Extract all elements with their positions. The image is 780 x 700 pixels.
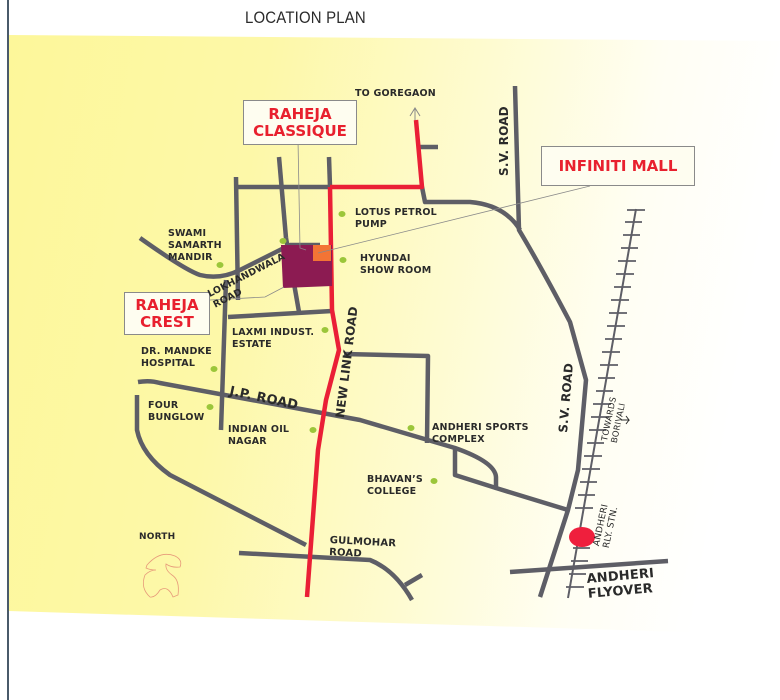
dot-four-bunglow [206, 404, 214, 410]
leader-crest [209, 286, 285, 301]
road-gulmohar-spur [403, 573, 424, 587]
dot-hyundai [339, 257, 347, 263]
borivali-arrow-icon [621, 415, 630, 425]
road-vertical-center [326, 156, 333, 188]
lokhandwala-road [138, 236, 320, 279]
andheri-station-marker [569, 527, 595, 547]
road-bhavans-loop [452, 448, 497, 491]
map-background [9, 35, 780, 635]
dot-swami [216, 262, 224, 268]
north-label: NORTH [139, 532, 176, 542]
to-goregaon-label: TO GOREGAON [355, 88, 436, 99]
dot-sports [407, 425, 415, 431]
road-sports-east [343, 351, 431, 444]
railway-line [566, 208, 645, 599]
sv-road-top-label: S.V. ROAD [497, 106, 511, 176]
goregaon-arrow-icon [409, 107, 421, 120]
gulmohar-road-label: GULMOHAR ROAD [328, 535, 397, 560]
page-border [7, 0, 9, 700]
leader-classique [297, 139, 307, 251]
sv-road [512, 85, 589, 598]
dot-bhavans [430, 478, 438, 484]
dot-laxmi [321, 327, 329, 333]
infiniti-mall-callout[interactable]: INFINITI MALL [541, 146, 695, 186]
road-sv-connector [419, 186, 522, 232]
gulmohar-road [238, 550, 414, 602]
swami-samarth-mandir-label: SWAMI SAMARTH MANDIR [168, 228, 222, 263]
andheri-flyover-road [509, 558, 669, 575]
dot-lotus [338, 211, 346, 217]
andheri-flyover-label: ANDHERI FLYOVER [586, 566, 655, 602]
road-left-vertical [218, 279, 229, 431]
road-four-bunglow [134, 395, 308, 548]
dot-mandke [210, 366, 218, 372]
leader-infiniti [317, 185, 591, 254]
hyundai-show-room-label: HYUNDAI SHOW ROOM [360, 253, 432, 276]
raheja-classique-callout[interactable]: RAHEJA CLASSIQUE [243, 100, 357, 145]
north-arrow-icon [142, 553, 182, 598]
page-title: LOCATION PLAN [245, 8, 366, 27]
raheja-crest-callout[interactable]: RAHEJA CREST [124, 292, 210, 335]
dot-lokhandwala [279, 238, 287, 244]
laxmi-indust-estate-label: LAXMI INDUST. ESTATE [232, 327, 315, 350]
four-bunglow-label: FOUR BUNGLOW [148, 400, 205, 423]
road-laxmi [227, 308, 333, 320]
indian-oil-nagar-label: INDIAN OIL NAGAR [228, 424, 290, 447]
raheja-classique-plot [313, 245, 331, 261]
new-link-road [330, 119, 425, 190]
lotus-petrol-pump-label: LOTUS PETROL PUMP [355, 207, 437, 230]
road-left-vertical-top [233, 176, 241, 301]
andheri-sports-complex-label: ANDHERI SPORTS COMPLEX [432, 422, 529, 445]
dr-mandke-hospital-label: DR. MANDKE HOSPITAL [141, 346, 212, 369]
dot-indian-oil [309, 427, 317, 433]
road-vertical-mid [276, 156, 289, 239]
bhavans-college-label: BHAVAN’S COLLEGE [367, 474, 423, 497]
